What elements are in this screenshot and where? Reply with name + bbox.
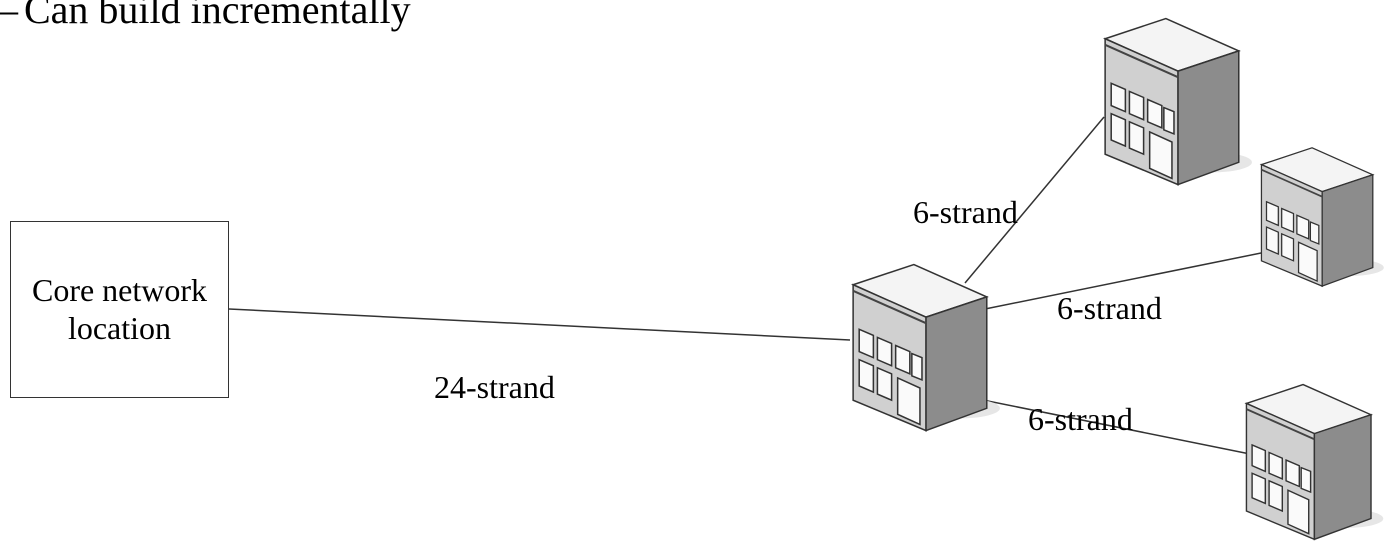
building-icon (851, 263, 1000, 432)
core-network-box: Core network location (10, 221, 229, 398)
building-icon (1103, 17, 1252, 186)
bullet-dash: – (0, 0, 18, 32)
bullet-text: Can build incrementally (24, 0, 411, 32)
slide-bullet: –Can build incrementally (0, 0, 411, 34)
trunk-line (228, 308, 851, 341)
core-network-label: Core network location (31, 271, 208, 346)
branch-line-middle (984, 251, 1267, 310)
branch-line-top (964, 116, 1105, 284)
branch-label-top: 6-strand (913, 194, 1018, 230)
branch-label-bottom: 6-strand (1028, 401, 1133, 437)
building-icon (1244, 383, 1384, 541)
branch-label-middle: 6-strand (1057, 290, 1162, 326)
branch-line-bottom (967, 396, 1256, 456)
trunk-label: 24-strand (434, 369, 555, 405)
building-icon (1259, 147, 1384, 288)
